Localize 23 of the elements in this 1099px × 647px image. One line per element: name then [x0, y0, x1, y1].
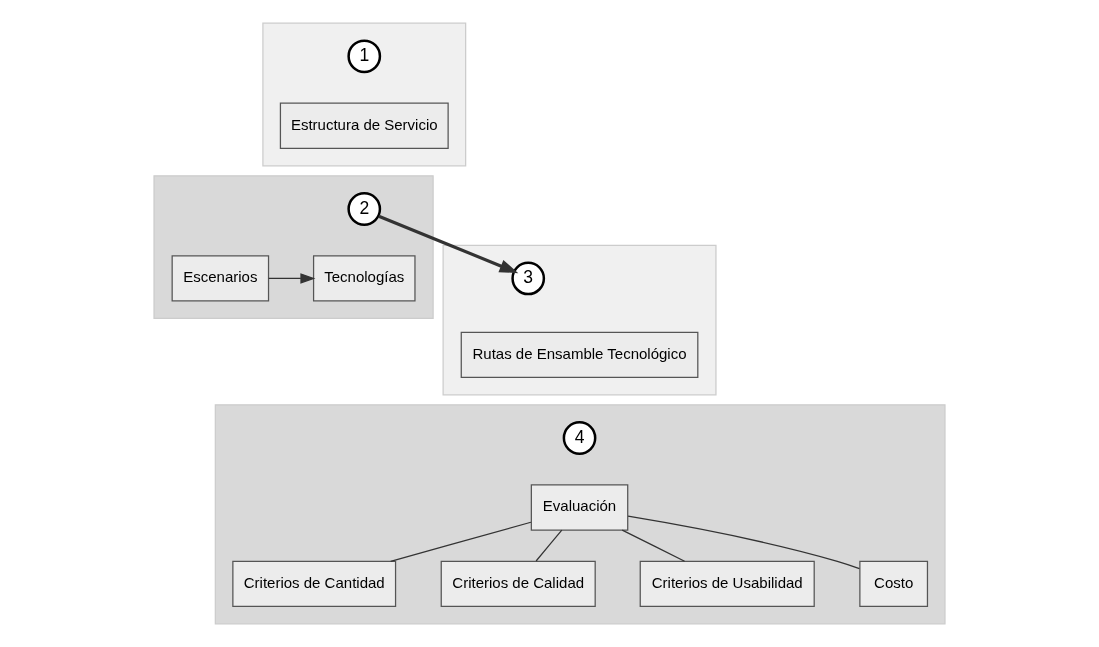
node-box: Rutas de Ensamble Tecnológico	[460, 331, 699, 378]
node-circle: 4	[562, 421, 597, 455]
cluster	[153, 175, 434, 320]
connector	[535, 529, 563, 562]
node-box: Criterios de Cantidad	[232, 560, 397, 607]
connector	[621, 529, 686, 562]
node-circle: 3	[511, 261, 546, 296]
node-circle: 2	[347, 192, 382, 226]
connector	[390, 521, 532, 562]
node-box: Criterios de Usabilidad	[639, 560, 815, 607]
node-box: Costo	[859, 560, 929, 607]
cluster	[262, 22, 467, 167]
node-box: Escenarios	[171, 255, 270, 302]
node-box: Tecnologías	[312, 255, 416, 302]
node-box: Evaluación	[530, 484, 629, 531]
connector	[627, 515, 861, 570]
cluster	[214, 404, 946, 625]
node-box: Criterios de Calidad	[440, 560, 596, 607]
arrow	[268, 273, 316, 284]
arrow	[378, 214, 519, 274]
node-box: Estructura de Servicio	[279, 102, 449, 149]
node-circle: 1	[347, 39, 382, 74]
cluster	[442, 244, 717, 396]
